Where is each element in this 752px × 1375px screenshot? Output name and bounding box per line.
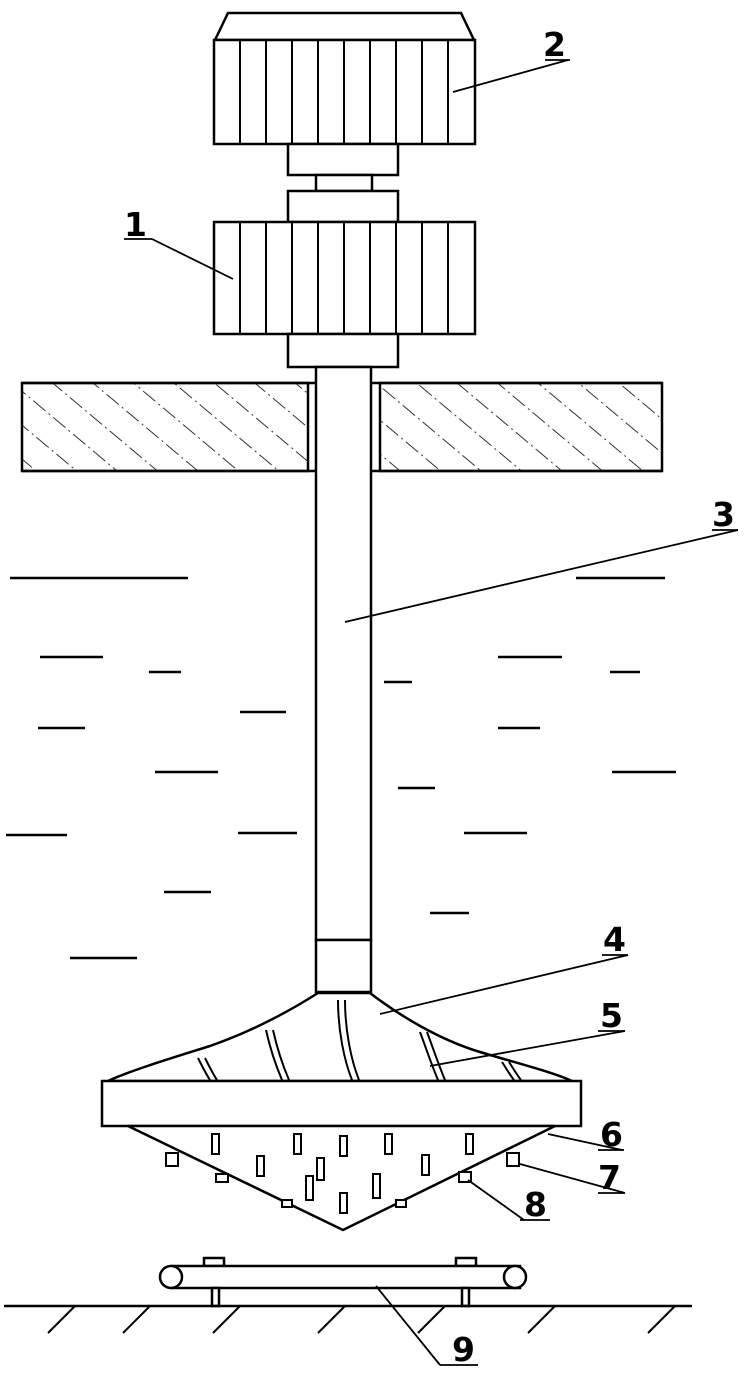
label-1: 1 [124,205,147,244]
label-2: 2 [543,25,566,64]
lower-motor-fins [239,222,449,334]
top-motor [212,11,477,224]
label-6: 6 [600,1115,623,1154]
leader-lines [124,59,739,1366]
label-7: 7 [598,1158,621,1197]
drive-shaft [314,365,373,994]
lower-motor [212,220,477,369]
spiral-ribs [197,999,522,1081]
label-4: 4 [603,920,626,959]
label-8: 8 [524,1185,547,1224]
conveyor [158,1256,528,1308]
support-slab [20,381,664,473]
cone-slots [211,1133,474,1214]
label-5: 5 [600,996,623,1035]
lower-cone [127,1124,556,1232]
label-9: 9 [452,1330,475,1369]
nozzle-blocks [165,1152,520,1208]
label-3: 3 [712,495,735,534]
ground [4,1304,692,1334]
disk-plate [100,1079,583,1128]
part-labels: 1 2 3 4 5 6 7 8 9 [124,25,735,1369]
top-motor-fins [239,40,449,144]
liquid-surface-marks [6,576,676,960]
